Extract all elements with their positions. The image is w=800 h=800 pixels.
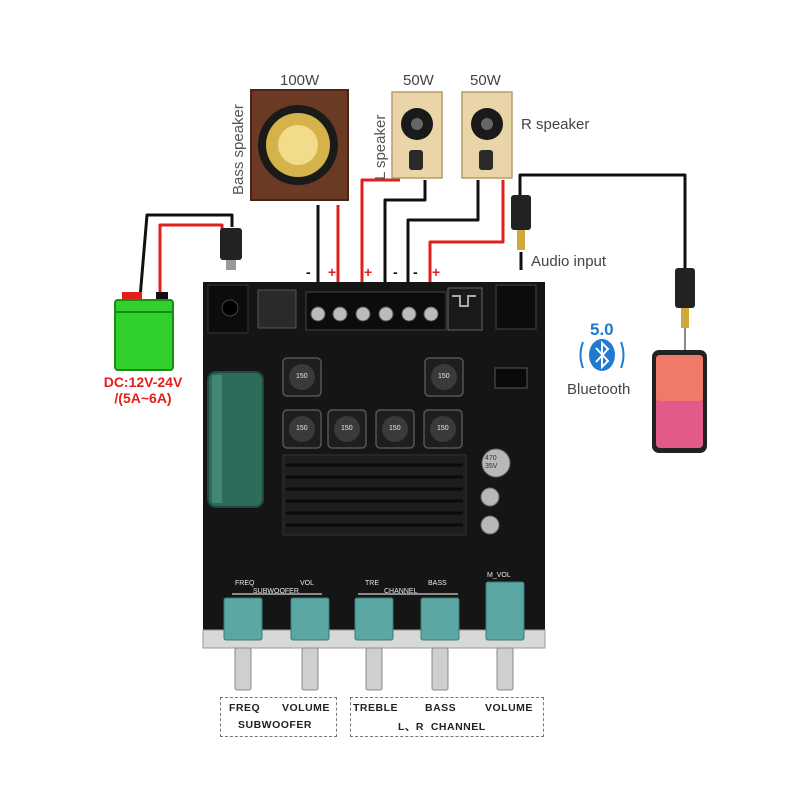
audio-plug: [511, 195, 531, 250]
audio-input-label: Audio input: [531, 253, 607, 270]
r-speaker: [461, 91, 513, 179]
bluetooth-icon: [579, 339, 625, 371]
power-supply-voltage: DC:12V-24V: [103, 374, 183, 390]
pcb-bass: BASS: [428, 580, 447, 587]
l-speaker-power: 50W: [403, 72, 434, 89]
heatsink: [282, 454, 467, 536]
r-speaker-power: 50W: [470, 72, 501, 89]
knob-label-treble: TREBLE: [353, 702, 398, 714]
knob-shafts: [234, 647, 514, 691]
knob-label-sub-volume: VOLUME: [282, 702, 330, 714]
pcb-inductor-4: 150: [341, 425, 353, 432]
power-supply-current: /(5A~6A): [114, 390, 172, 406]
smartphone: [652, 350, 707, 453]
r-wire-black: [406, 180, 480, 296]
bass-speaker-label: Bass speaker: [230, 104, 247, 195]
pcb-m-vol: M_VOL: [487, 572, 511, 579]
l-speaker-label: L speaker: [372, 114, 389, 180]
pcb-vol: VOL: [300, 580, 315, 587]
l-wire-black: [383, 180, 427, 296]
audio-cable: [518, 173, 687, 270]
phone-plug: [675, 268, 695, 352]
potentiometers: [223, 581, 525, 641]
power-wire-black: [138, 213, 234, 299]
pcb-inductor-3: 150: [296, 425, 308, 432]
polarity-2: +: [328, 264, 337, 280]
pcb-channel: CHANNEL: [384, 588, 418, 595]
channel-knob-group: [350, 697, 544, 737]
knob-label-lr-channel: L、R CHANNEL: [398, 721, 486, 733]
pcb-inductor-5: 150: [389, 425, 401, 432]
r-wire-red: [428, 180, 505, 296]
bass-speaker-power: 100W: [280, 72, 320, 89]
knob-label-bass: BASS: [425, 702, 457, 714]
pcb-capacitor: 470 35V: [485, 455, 498, 470]
polarity-1: -: [306, 264, 311, 280]
l-speaker: [391, 91, 443, 179]
pcb-inductor-1: 150: [296, 373, 308, 380]
l-wire-red: [360, 178, 400, 296]
bluetooth-version: 5.0: [590, 320, 614, 339]
amplifier-board: [202, 282, 546, 691]
bluetooth-label: Bluetooth: [567, 381, 631, 398]
subwoofer-knob-group: [220, 697, 337, 737]
power-supply-spec: DC:12V-24V /(5A~6A): [88, 374, 198, 406]
pcb-freq: FREQ: [235, 580, 255, 587]
wiring: [138, 173, 687, 299]
polarity-5: -: [413, 264, 418, 280]
bass-speaker: [250, 89, 349, 201]
knob-label-main-volume: VOLUME: [485, 702, 533, 714]
pcb-subwoofer: SUBWOOFER: [253, 588, 299, 595]
pcb-tre: TRE: [365, 580, 379, 587]
pcb-inductor-6: 150: [437, 425, 449, 432]
knob-label-subwoofer: SUBWOOFER: [238, 719, 312, 731]
battery: [114, 292, 174, 371]
polarity-6: +: [432, 264, 441, 280]
r-speaker-label: R speaker: [521, 116, 590, 133]
pcb-inductor-2: 150: [438, 373, 450, 380]
polarity-4: -: [393, 264, 398, 280]
knob-label-freq: FREQ: [229, 702, 261, 714]
dc-plug: [220, 228, 242, 270]
polarity-3: +: [364, 264, 373, 280]
